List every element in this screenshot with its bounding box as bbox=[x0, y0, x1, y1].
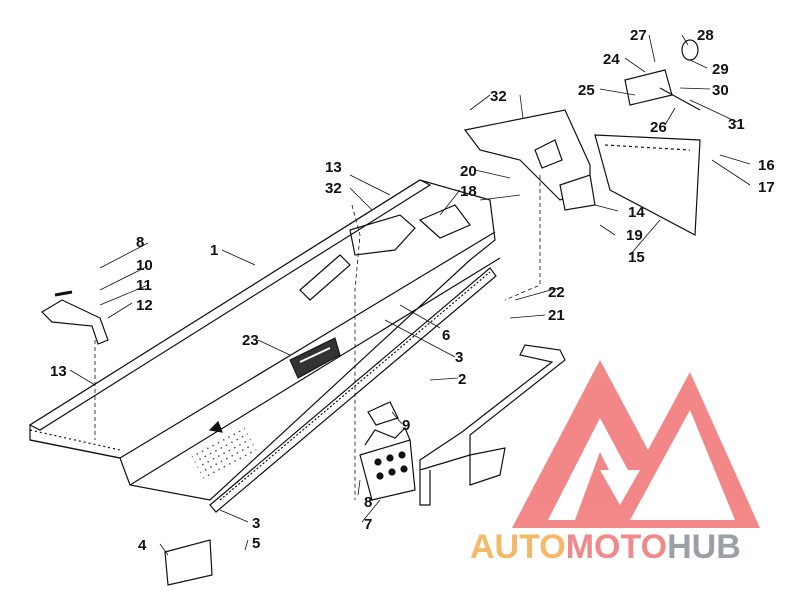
callout-21: 21 bbox=[548, 307, 565, 324]
callout-24: 24 bbox=[603, 51, 620, 68]
callout-9: 9 bbox=[402, 417, 411, 434]
callout-2: 2 bbox=[458, 371, 467, 388]
callout-10: 10 bbox=[136, 257, 153, 274]
watermark-moto: MOTO bbox=[565, 528, 668, 566]
callout-22: 22 bbox=[548, 284, 565, 301]
watermark-text: AUTOMOTOHUB bbox=[470, 528, 741, 567]
callout-15: 15 bbox=[628, 249, 645, 266]
callout-13-left: 13 bbox=[50, 363, 67, 380]
callout-28: 28 bbox=[697, 27, 714, 44]
callout-30: 30 bbox=[712, 82, 729, 99]
callout-12: 12 bbox=[136, 297, 153, 314]
callout-23: 23 bbox=[242, 332, 259, 349]
tunnel-body bbox=[28, 179, 501, 501]
callout-26: 26 bbox=[650, 119, 667, 136]
callout-32-mid: 32 bbox=[325, 180, 342, 197]
decal bbox=[289, 337, 341, 379]
watermark-logo bbox=[512, 360, 760, 528]
callout-27: 27 bbox=[630, 27, 647, 44]
callout-8-left: 8 bbox=[136, 234, 145, 251]
hitch-assembly bbox=[463, 39, 701, 236]
callout-25: 25 bbox=[578, 82, 595, 99]
callout-4: 4 bbox=[138, 537, 147, 554]
footrest-bracket bbox=[359, 401, 416, 501]
callout-19: 19 bbox=[626, 227, 643, 244]
callout-29: 29 bbox=[712, 61, 729, 78]
callout-17: 17 bbox=[758, 179, 775, 196]
callout-5: 5 bbox=[252, 535, 261, 552]
callout-20: 20 bbox=[460, 163, 477, 180]
callout-3-upper: 3 bbox=[455, 349, 464, 366]
callout-3-lower: 3 bbox=[252, 515, 261, 532]
watermark-auto: AUTO bbox=[470, 528, 566, 566]
callout-16: 16 bbox=[758, 157, 775, 174]
plate bbox=[164, 539, 213, 586]
callout-14: 14 bbox=[628, 204, 645, 221]
leader-lines bbox=[69, 34, 751, 556]
callout-11: 11 bbox=[136, 277, 152, 294]
side-rail bbox=[419, 344, 566, 506]
watermark-hub: HUB bbox=[667, 528, 741, 566]
rear-bracket bbox=[41, 290, 109, 345]
callout-1: 1 bbox=[210, 242, 219, 259]
callout-32-top: 32 bbox=[490, 88, 507, 105]
callout-8-lower: 8 bbox=[364, 494, 373, 511]
callout-7: 7 bbox=[364, 516, 373, 533]
callout-31: 31 bbox=[728, 116, 745, 133]
callout-18: 18 bbox=[460, 183, 477, 200]
callout-13-top: 13 bbox=[325, 159, 342, 176]
callout-6: 6 bbox=[442, 327, 451, 344]
